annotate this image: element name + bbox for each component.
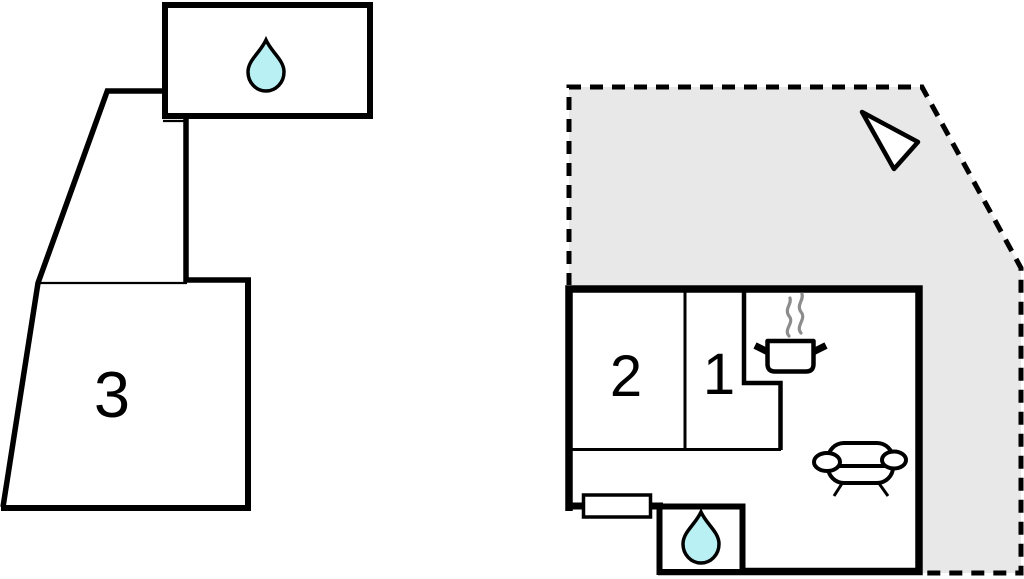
building-outer-walls bbox=[565, 285, 923, 576]
door-icon bbox=[581, 493, 653, 519]
left-unit-floor bbox=[3, 91, 248, 508]
right-unit: 2 1 bbox=[565, 84, 1024, 576]
room-1-right-wall bbox=[741, 292, 783, 450]
sofa-armrest-right bbox=[880, 449, 908, 471]
sofa-armrest-left bbox=[812, 451, 842, 473]
room-2-label: 2 bbox=[610, 344, 642, 409]
room-3-label: 3 bbox=[94, 358, 130, 431]
sofa-icon bbox=[812, 441, 908, 497]
room-1-label: 1 bbox=[703, 342, 735, 407]
left-slanted-wall bbox=[0, 88, 111, 508]
steam-line-right bbox=[797, 292, 805, 335]
steam-line-left bbox=[785, 296, 793, 338]
cooking-pot-icon bbox=[753, 292, 828, 374]
terrace-area bbox=[569, 87, 1021, 573]
terrace-dashed-border bbox=[566, 84, 1024, 576]
water-drop-icon bbox=[681, 507, 721, 565]
left-unit: 3 bbox=[0, 2, 373, 511]
pot-body bbox=[765, 338, 816, 374]
north-arrow-icon bbox=[859, 109, 921, 172]
water-drop-icon bbox=[246, 35, 286, 93]
